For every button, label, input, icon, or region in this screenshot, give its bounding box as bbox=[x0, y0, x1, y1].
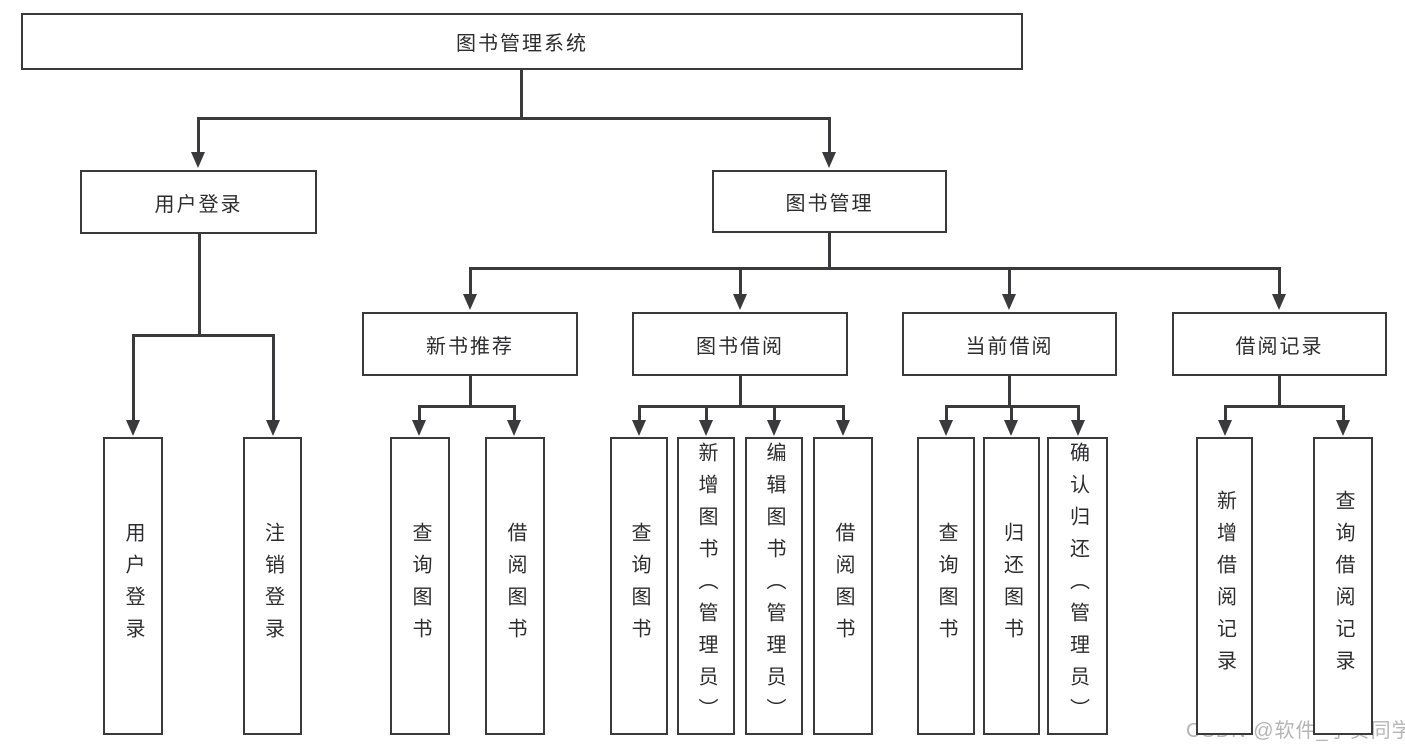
arrowhead-down-icon bbox=[463, 294, 477, 310]
node-leaf-query-book-2: 查询图书 bbox=[610, 437, 668, 735]
node-leaf-borrow-book-2: 借阅图书 bbox=[813, 437, 873, 735]
node-leaf-return-book: 归还图书 bbox=[983, 437, 1040, 735]
connector-line bbox=[1341, 406, 1345, 424]
node-leaf-query-book-1: 查询图书 bbox=[390, 437, 450, 735]
arrowhead-down-icon bbox=[1336, 420, 1350, 436]
node-leaf-query-borrow-rec: 查询借阅记录 bbox=[1313, 437, 1373, 735]
connector-line bbox=[196, 116, 831, 120]
node-label: 注销登录 bbox=[261, 522, 284, 650]
connector-line bbox=[468, 266, 1281, 270]
arrowhead-down-icon bbox=[1002, 294, 1016, 310]
node-label: 确认归还（管理员） bbox=[1066, 442, 1089, 730]
node-label: 用户登录 bbox=[154, 193, 243, 216]
node-leaf-borrow-book-1: 借阅图书 bbox=[485, 437, 545, 735]
node-current-borrow: 当前借阅 bbox=[902, 312, 1117, 376]
connector-line bbox=[827, 233, 831, 268]
connector-line bbox=[738, 268, 742, 298]
arrowhead-down-icon bbox=[412, 420, 426, 436]
node-leaf-user-login: 用户登录 bbox=[103, 437, 163, 735]
connector-line bbox=[196, 118, 200, 156]
connector-line bbox=[417, 404, 516, 408]
node-label: 新书推荐 bbox=[426, 335, 514, 358]
arrowhead-down-icon bbox=[126, 420, 140, 436]
node-new-book-recommend: 新书推荐 bbox=[362, 312, 578, 376]
connector-line bbox=[637, 406, 641, 424]
node-borrow-records: 借阅记录 bbox=[1172, 312, 1387, 376]
node-label: 当前借阅 bbox=[965, 335, 1054, 358]
arrowhead-down-icon bbox=[191, 152, 205, 168]
node-label: 编辑图书（管理员） bbox=[763, 442, 785, 730]
connector-line bbox=[131, 333, 275, 337]
arrowhead-down-icon bbox=[767, 420, 781, 436]
node-leaf-logout: 注销登录 bbox=[243, 437, 302, 735]
arrowhead-down-icon bbox=[1071, 420, 1085, 436]
node-label: 归还图书 bbox=[1000, 522, 1023, 650]
node-leaf-edit-book-admin: 编辑图书（管理员） bbox=[745, 437, 803, 735]
connector-line bbox=[468, 268, 472, 298]
connector-line bbox=[1009, 406, 1013, 424]
arrowhead-down-icon bbox=[1272, 294, 1286, 310]
arrowhead-down-icon bbox=[1004, 420, 1018, 436]
node-label: 新增图书（管理员） bbox=[695, 442, 717, 730]
arrowhead-down-icon bbox=[507, 420, 521, 436]
connector-line bbox=[468, 376, 472, 406]
connector-line bbox=[271, 335, 275, 424]
node-label: 图书管理 bbox=[785, 193, 874, 215]
node-label: 借阅图书 bbox=[504, 522, 526, 650]
connector-line bbox=[827, 118, 831, 156]
node-book-borrow: 图书借阅 bbox=[632, 312, 848, 376]
connector-line bbox=[944, 406, 948, 424]
node-label: 借阅图书 bbox=[832, 522, 854, 650]
connector-line bbox=[519, 70, 523, 118]
arrowhead-down-icon bbox=[266, 420, 280, 436]
node-label: 图书借阅 bbox=[696, 335, 784, 358]
connector-line bbox=[131, 335, 135, 424]
arrowhead-down-icon bbox=[733, 294, 747, 310]
node-label: 借阅记录 bbox=[1235, 335, 1324, 358]
node-label: 用户登录 bbox=[122, 522, 144, 650]
connector-line bbox=[704, 406, 708, 424]
node-leaf-confirm-return: 确认归还（管理员） bbox=[1047, 437, 1108, 735]
arrowhead-down-icon bbox=[632, 420, 646, 436]
node-label: 查询图书 bbox=[409, 522, 431, 650]
arrowhead-down-icon bbox=[822, 152, 836, 168]
node-leaf-add-book-admin: 新增图书（管理员） bbox=[677, 437, 735, 735]
connector-line bbox=[841, 406, 845, 424]
node-root: 图书管理系统 bbox=[21, 13, 1023, 70]
arrowhead-down-icon bbox=[1218, 420, 1232, 436]
node-user-login: 用户登录 bbox=[80, 170, 317, 234]
node-label: 查询图书 bbox=[628, 522, 650, 650]
connector-line bbox=[1223, 406, 1227, 424]
connector-line bbox=[197, 234, 201, 335]
node-label: 新增借阅记录 bbox=[1213, 490, 1236, 682]
connector-line bbox=[738, 376, 742, 406]
arrowhead-down-icon bbox=[836, 420, 850, 436]
node-book-management: 图书管理 bbox=[712, 170, 947, 233]
node-label: 图书管理系统 bbox=[456, 33, 588, 55]
node-leaf-query-book-3: 查询图书 bbox=[917, 437, 975, 735]
node-leaf-add-borrow-rec: 新增借阅记录 bbox=[1196, 437, 1253, 735]
connector-line bbox=[512, 406, 516, 424]
connector-line bbox=[1007, 268, 1011, 298]
arrowhead-down-icon bbox=[699, 420, 713, 436]
connector-line bbox=[637, 404, 845, 408]
connector-line bbox=[1277, 376, 1281, 406]
node-label: 查询借阅记录 bbox=[1332, 490, 1354, 682]
node-label: 查询图书 bbox=[935, 522, 957, 650]
connector-line bbox=[1223, 404, 1345, 408]
connector-line bbox=[1076, 406, 1080, 424]
connector-line bbox=[417, 406, 421, 424]
connector-line bbox=[1007, 376, 1011, 406]
connector-line bbox=[772, 406, 776, 424]
arrowhead-down-icon bbox=[939, 420, 953, 436]
connector-line bbox=[1277, 268, 1281, 298]
